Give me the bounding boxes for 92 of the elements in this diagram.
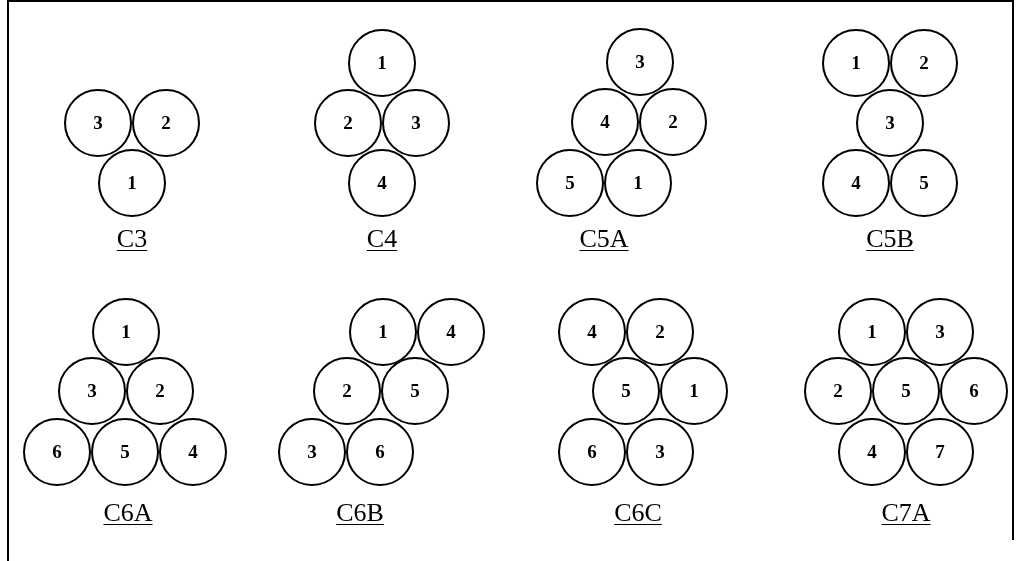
configuration-label: C7A (881, 500, 931, 526)
circle-number: 1 (633, 172, 643, 194)
circle-number: 3 (93, 112, 103, 134)
circle-number: 1 (867, 321, 877, 343)
numbered-circle (348, 149, 416, 217)
configuration-label: C5A (579, 226, 629, 252)
numbered-circle (278, 418, 346, 486)
circle-number: 2 (342, 380, 352, 402)
circle-number: 3 (935, 321, 945, 343)
numbered-circle (626, 298, 694, 366)
numbered-circle (381, 357, 449, 425)
numbered-circle (626, 418, 694, 486)
numbered-circle (159, 418, 227, 486)
circle-number: 4 (188, 441, 198, 463)
circle-number: 3 (885, 112, 895, 134)
numbered-circle (417, 298, 485, 366)
circle-number: 1 (378, 321, 388, 343)
configuration-label: C6A (103, 500, 153, 526)
configuration-label: C4 (366, 226, 398, 252)
circle-number: 3 (655, 441, 665, 463)
numbered-circle (92, 298, 160, 366)
numbered-circle (348, 29, 416, 97)
circle-number: 6 (969, 380, 979, 402)
circle-number: 3 (411, 112, 421, 134)
numbered-circle (23, 418, 91, 486)
circle-number: 3 (307, 441, 317, 463)
circle-number: 5 (120, 441, 130, 463)
numbered-circle (838, 418, 906, 486)
configuration-label: C3 (116, 226, 148, 252)
numbered-circle (64, 89, 132, 157)
circle-number: 2 (655, 321, 665, 343)
numbered-circle (606, 28, 674, 96)
circle-number: 2 (668, 111, 678, 133)
circle-number: 7 (935, 441, 945, 463)
circle-number: 2 (161, 112, 171, 134)
circle-number: 1 (377, 52, 387, 74)
numbered-circle (639, 88, 707, 156)
numbered-circle (571, 88, 639, 156)
circle-number: 6 (52, 441, 62, 463)
numbered-circle (313, 357, 381, 425)
numbered-circle (98, 149, 166, 217)
numbered-circle (890, 149, 958, 217)
numbered-circle (536, 149, 604, 217)
numbered-circle (592, 357, 660, 425)
numbered-circle (132, 89, 200, 157)
numbered-circle (906, 298, 974, 366)
numbered-circle (604, 149, 672, 217)
configuration-label: C5B (866, 226, 914, 252)
circle-number: 4 (587, 321, 597, 343)
circle-number: 5 (410, 380, 420, 402)
circle-number: 5 (565, 172, 575, 194)
circle-number: 4 (600, 111, 610, 133)
circle-number: 1 (127, 172, 137, 194)
circle-number: 5 (919, 172, 929, 194)
numbered-circle (872, 357, 940, 425)
circle-number: 4 (851, 172, 861, 194)
circle-number: 2 (155, 380, 165, 402)
circle-number: 1 (689, 380, 699, 402)
circle-number: 5 (901, 380, 911, 402)
numbered-circle (906, 418, 974, 486)
circle-number: 1 (121, 321, 131, 343)
numbered-circle (940, 357, 1008, 425)
numbered-circle (660, 357, 728, 425)
numbered-circle (314, 89, 382, 157)
circle-number: 4 (867, 441, 877, 463)
numbered-circle (822, 149, 890, 217)
numbered-circle (382, 89, 450, 157)
circle-number: 2 (833, 380, 843, 402)
numbered-circle (346, 418, 414, 486)
numbered-circle (890, 29, 958, 97)
circle-number: 4 (446, 321, 456, 343)
configuration-label: C6B (336, 500, 384, 526)
numbered-circle (126, 357, 194, 425)
circle-number: 2 (919, 52, 929, 74)
numbered-circle (349, 298, 417, 366)
numbered-circle (804, 357, 872, 425)
circle-number: 5 (621, 380, 631, 402)
circle-number: 3 (635, 51, 645, 73)
numbered-circle (822, 29, 890, 97)
numbered-circle (58, 357, 126, 425)
numbered-circle (558, 298, 626, 366)
circle-number: 6 (375, 441, 385, 463)
circle-number: 4 (377, 172, 387, 194)
numbered-circle (558, 418, 626, 486)
circle-number: 2 (343, 112, 353, 134)
numbered-circle (838, 298, 906, 366)
circle-number: 3 (87, 380, 97, 402)
numbered-circle (856, 89, 924, 157)
circle-number: 1 (851, 52, 861, 74)
circle-number: 6 (587, 441, 597, 463)
numbered-circle (91, 418, 159, 486)
configuration-label: C6C (614, 500, 662, 526)
